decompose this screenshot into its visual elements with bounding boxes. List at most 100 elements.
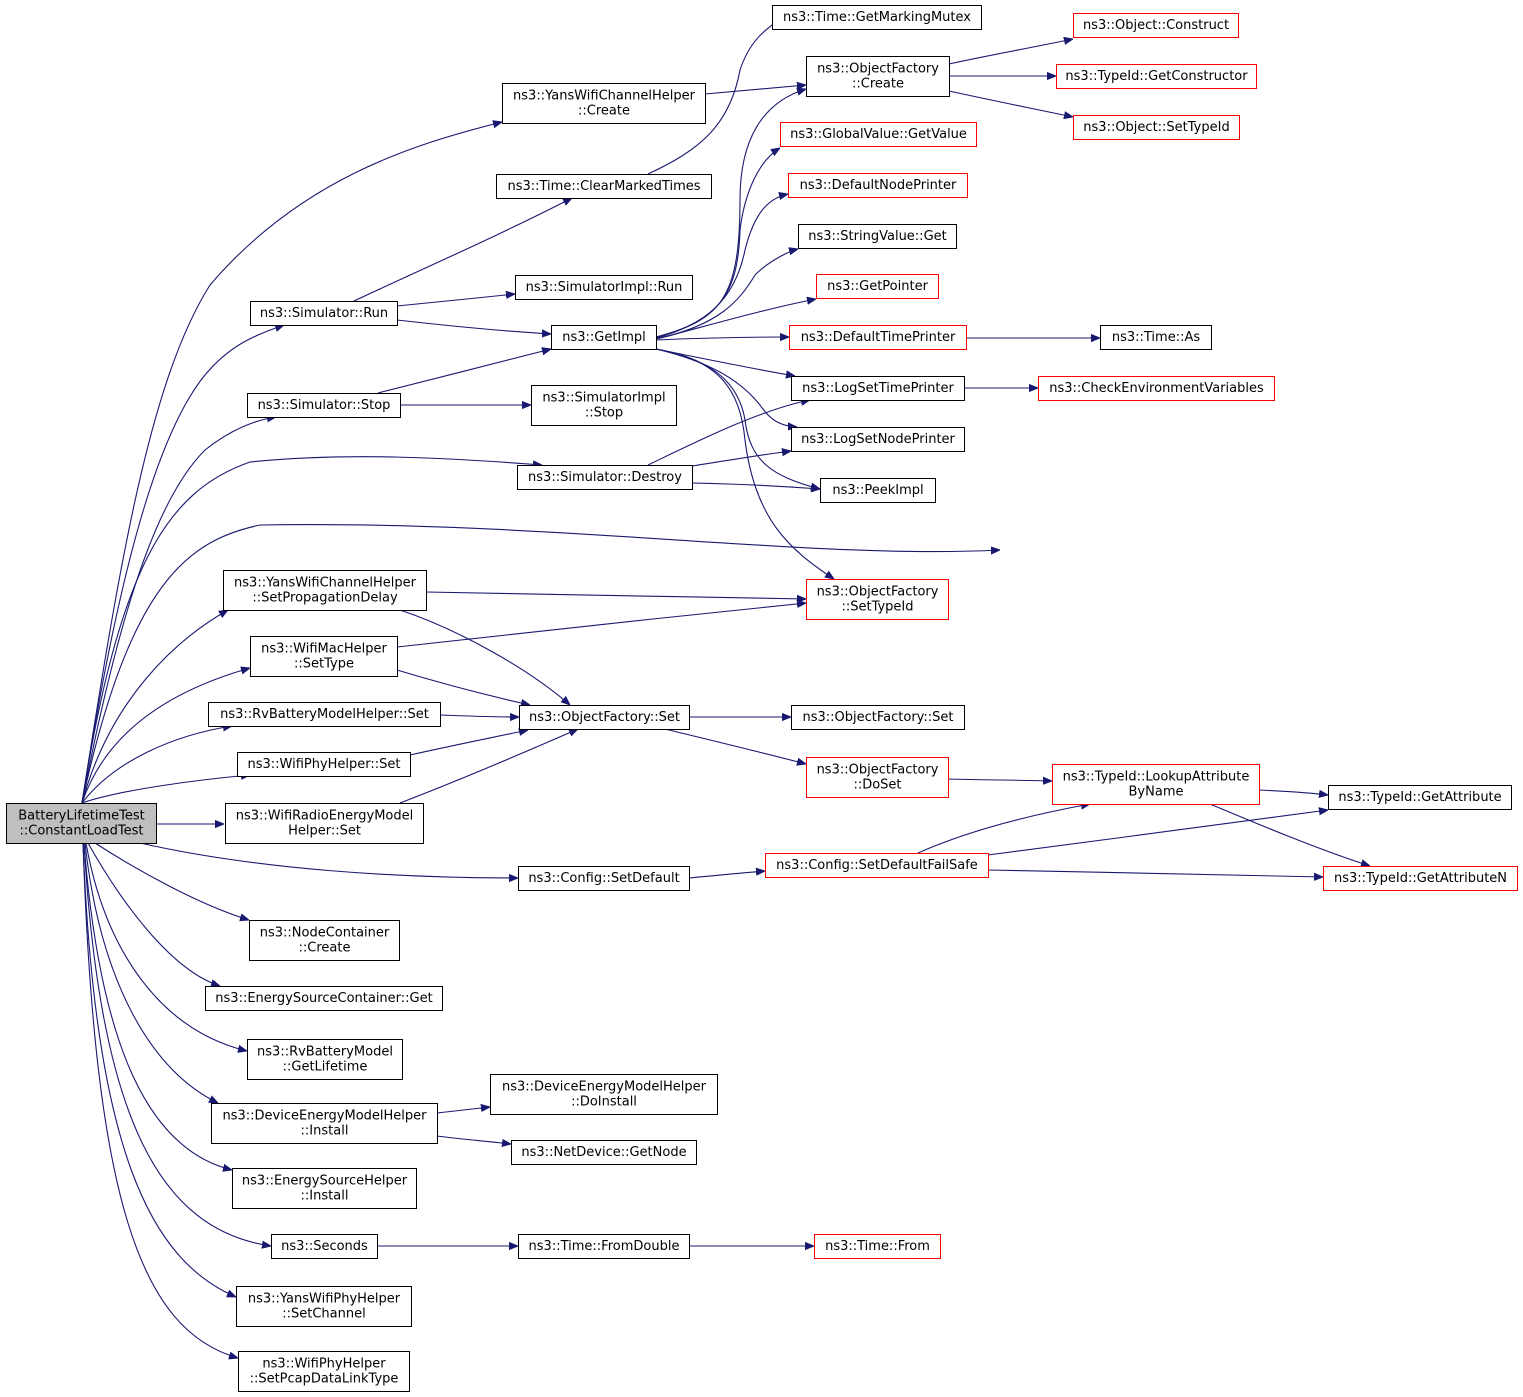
node-rvBatSet[interactable]: ns3::RvBatteryModelHelper::Set: [208, 702, 441, 727]
edge-root-to-yansSetProp: [81, 610, 228, 804]
node-label: ns3::ObjectFactory: [817, 62, 939, 77]
edge-ofCreate-to-objSetTypeId: [948, 90, 1073, 117]
node-box: [518, 1234, 690, 1259]
node-peekImpl[interactable]: ns3::PeekImpl: [820, 478, 936, 503]
node-netDevGetNode[interactable]: ns3::NetDevice::GetNode: [511, 1140, 697, 1165]
node-wifiPhySetPcap[interactable]: ns3::WifiPhyHelper::SetPcapDataLinkType: [238, 1351, 410, 1392]
node-logSetNode[interactable]: ns3::LogSetNodePrinter: [791, 427, 965, 452]
node-simImplStop[interactable]: ns3::SimulatorImpl::Stop: [531, 385, 677, 426]
node-eshInstall[interactable]: ns3::EnergySourceHelper::Install: [232, 1168, 417, 1209]
node-ofSetTypeId[interactable]: ns3::ObjectFactory::SetTypeId: [806, 579, 949, 620]
node-cfgSetDefault[interactable]: ns3::Config::SetDefault: [518, 866, 690, 891]
node-ofSet1[interactable]: ns3::ObjectFactory::Set: [519, 705, 690, 730]
node-wifiPhySet[interactable]: ns3::WifiPhyHelper::Set: [237, 752, 411, 777]
node-box: [820, 478, 936, 503]
node-nodeContCreate[interactable]: ns3::NodeContainer::Create: [249, 920, 400, 961]
node-getAttribute[interactable]: ns3::TypeId::GetAttribute: [1328, 785, 1512, 810]
node-label: ns3::WifiRadioEnergyModel: [236, 809, 414, 824]
node-label: ns3::YansWifiChannelHelper: [234, 576, 417, 591]
node-box: [814, 1234, 941, 1259]
node-label: ns3::WifiPhyHelper: [262, 1357, 386, 1372]
node-demhDoInstall[interactable]: ns3::DeviceEnergyModelHelper::DoInstall: [490, 1074, 718, 1115]
node-ofSet2[interactable]: ns3::ObjectFactory::Set: [791, 705, 965, 730]
node-escGet[interactable]: ns3::EnergySourceContainer::Get: [205, 986, 443, 1011]
edge-simDestroy-to-logSetTime: [647, 400, 810, 466]
edge-simStop-to-getImpl: [377, 349, 551, 394]
node-label: ns3::YansWifiChannelHelper: [513, 89, 696, 104]
node-label: ns3::Time::From: [825, 1239, 930, 1254]
node-objConstruct[interactable]: ns3::Object::Construct: [1073, 13, 1239, 38]
node-defNodePrinter[interactable]: ns3::DefaultNodePrinter: [788, 173, 968, 198]
node-getConstructor[interactable]: ns3::TypeId::GetConstructor: [1056, 64, 1257, 89]
node-gvGetValue[interactable]: ns3::GlobalValue::GetValue: [780, 122, 977, 147]
node-label: ns3::Time::GetMarkingMutex: [783, 10, 971, 25]
node-box: [806, 757, 949, 798]
node-simImplRun[interactable]: ns3::SimulatorImpl::Run: [515, 275, 693, 300]
node-clearMarked[interactable]: ns3::Time::ClearMarkedTimes: [496, 174, 712, 199]
node-objSetTypeId[interactable]: ns3::Object::SetTypeId: [1073, 115, 1240, 140]
node-box: [515, 275, 693, 300]
edge-wifiMacSetType-to-ofSetTypeId: [396, 603, 806, 648]
node-box: [765, 853, 989, 878]
edge-root-to-simDestroy: [81, 456, 542, 804]
node-label: ns3::WifiMacHelper: [261, 642, 387, 657]
node-strValueGet[interactable]: ns3::StringValue::Get: [798, 224, 957, 249]
edge-simRun-to-getImpl: [396, 319, 551, 334]
node-timeFrom[interactable]: ns3::Time::From: [814, 1234, 941, 1259]
node-ofDoSet[interactable]: ns3::ObjectFactory::DoSet: [806, 757, 949, 798]
node-timeFromDouble[interactable]: ns3::Time::FromDouble: [518, 1234, 690, 1259]
node-box: [1328, 785, 1512, 810]
node-ofCreate[interactable]: ns3::ObjectFactory::Create: [806, 56, 950, 97]
node-label: ns3::WifiPhyHelper::Set: [247, 757, 400, 772]
node-wifiMacSetType[interactable]: ns3::WifiMacHelper::SetType: [250, 636, 398, 677]
node-label: ::DoInstall: [571, 1095, 637, 1110]
node-label: ns3::TypeId::GetConstructor: [1065, 69, 1248, 84]
node-yansSetProp[interactable]: ns3::YansWifiChannelHelper::SetPropagati…: [223, 570, 427, 611]
node-getAttributeN[interactable]: ns3::TypeId::GetAttributeN: [1323, 866, 1518, 891]
node-box: [1073, 115, 1240, 140]
node-label: ns3::GetPointer: [827, 279, 928, 294]
node-logSetTime[interactable]: ns3::LogSetTimePrinter: [791, 376, 965, 401]
node-label: ns3::LogSetNodePrinter: [801, 432, 955, 447]
node-yansCreate[interactable]: ns3::YansWifiChannelHelper::Create: [502, 83, 706, 124]
edge-root-to-wifiPhySet: [81, 775, 250, 804]
node-checkEnv[interactable]: ns3::CheckEnvironmentVariables: [1038, 376, 1275, 401]
node-demhInstall[interactable]: ns3::DeviceEnergyModelHelper::Install: [211, 1103, 438, 1144]
node-getMarkingMutex[interactable]: ns3::Time::GetMarkingMutex: [772, 5, 982, 30]
node-timeAs[interactable]: ns3::Time::As: [1100, 325, 1212, 350]
node-label: ns3::DeviceEnergyModelHelper: [222, 1109, 427, 1124]
node-box: [511, 1140, 697, 1165]
edge-clearMarked-to-getMarkingMutex: [647, 17, 783, 175]
node-label: ::SetTypeId: [841, 600, 913, 615]
node-seconds[interactable]: ns3::Seconds: [271, 1234, 378, 1259]
node-defTimePrinter[interactable]: ns3::DefaultTimePrinter: [789, 325, 967, 350]
node-label: ns3::YansWifiPhyHelper: [248, 1292, 401, 1307]
node-simRun[interactable]: ns3::Simulator::Run: [250, 301, 398, 326]
node-box: [1052, 764, 1260, 805]
node-label: ns3::Time::ClearMarkedTimes: [507, 179, 700, 194]
node-label: ns3::RvBatteryModel: [257, 1045, 393, 1060]
edge-root-to-yansCreate: [81, 122, 502, 804]
node-label: ::Install: [301, 1124, 349, 1139]
node-box: [211, 1103, 438, 1144]
node-yansPhySetChan[interactable]: ns3::YansWifiPhyHelper::SetChannel: [236, 1286, 412, 1327]
node-label: ns3::ObjectFactory: [817, 585, 939, 600]
node-getImpl[interactable]: ns3::GetImpl: [551, 325, 657, 350]
node-simStop[interactable]: ns3::Simulator::Stop: [247, 393, 401, 418]
node-getPointer[interactable]: ns3::GetPointer: [816, 274, 939, 299]
node-label: ns3::LogSetTimePrinter: [802, 381, 954, 396]
node-label: ns3::Time::FromDouble: [529, 1239, 680, 1254]
edge-getImpl-to-logSetTime: [655, 348, 795, 376]
node-rvBatLifetime[interactable]: ns3::RvBatteryModel::GetLifetime: [247, 1039, 403, 1080]
node-box: [502, 83, 706, 124]
node-cfgSetDefaultFS[interactable]: ns3::Config::SetDefaultFailSafe: [765, 853, 989, 878]
node-simDestroy[interactable]: ns3::Simulator::Destroy: [517, 465, 693, 490]
node-label: ::Create: [852, 77, 904, 92]
edge-root-to-simRun: [81, 325, 284, 804]
node-root[interactable]: BatteryLifetimeTest::ConstantLoadTest: [6, 803, 157, 844]
node-box: [789, 325, 967, 350]
node-label: ns3::Config::SetDefaultFailSafe: [776, 858, 978, 873]
